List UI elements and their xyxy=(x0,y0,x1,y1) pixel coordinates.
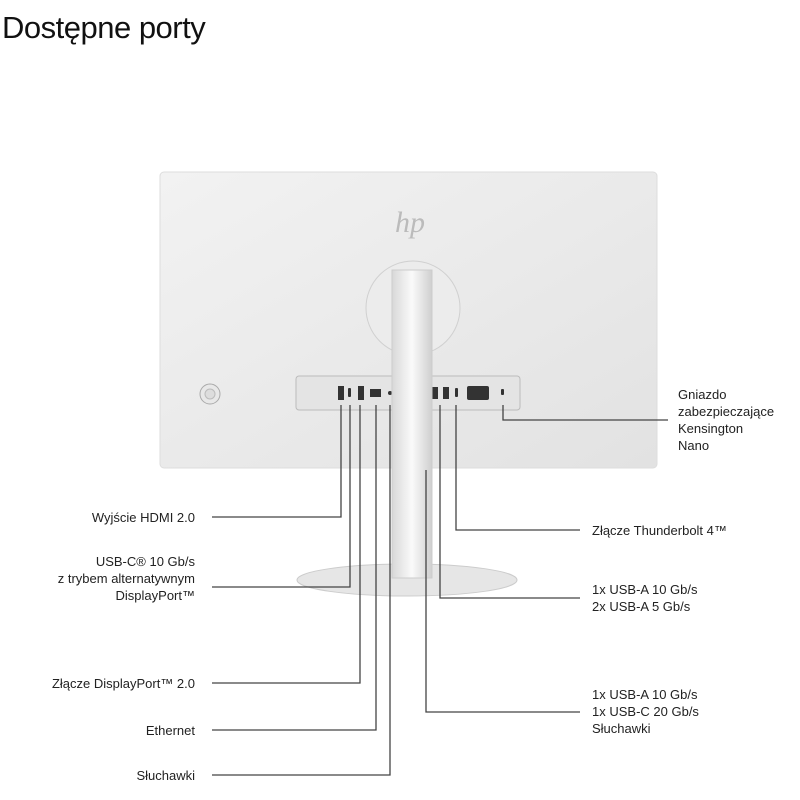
hp-logo: hp xyxy=(395,206,425,239)
stand-neck xyxy=(391,269,433,579)
page-title: Dostępne porty xyxy=(2,10,206,45)
label-thunderbolt: Złącze Thunderbolt 4™ xyxy=(592,523,727,538)
label-headphones: Słuchawki xyxy=(136,768,195,783)
label-displayport: Złącze DisplayPort™ 2.0 xyxy=(51,676,195,691)
label-ethernet: Ethernet xyxy=(145,723,195,738)
label-hdmi: Wyjście HDMI 2.0 xyxy=(91,510,195,525)
